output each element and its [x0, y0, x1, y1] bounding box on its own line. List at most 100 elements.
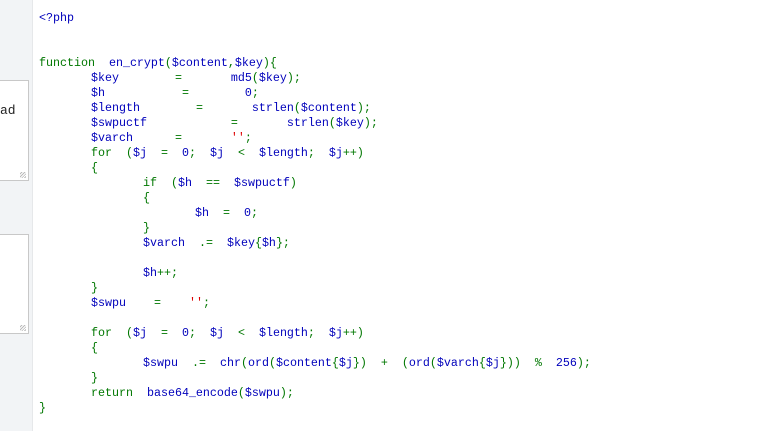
code-token: ord — [247, 356, 269, 370]
code-token: $swpu — [143, 356, 192, 370]
code-token: ; — [202, 296, 210, 310]
code-token: for ( — [91, 146, 133, 160]
code-token: = — [195, 101, 203, 115]
code-token: { — [331, 356, 339, 370]
code-token: .= — [198, 236, 227, 250]
code-token: $h — [177, 176, 206, 190]
code-line: $h = 0; — [39, 206, 591, 221]
code-token: $content — [275, 356, 332, 370]
code-token: ( — [164, 56, 172, 70]
code-line — [39, 26, 591, 41]
code-token: = — [153, 296, 189, 310]
code-token: 0 — [181, 326, 189, 340]
code-token: 0 — [181, 146, 189, 160]
code-token: $j — [209, 146, 238, 160]
code-line: { — [39, 161, 591, 176]
code-token: { — [478, 356, 486, 370]
code-token: $length — [258, 326, 308, 340]
code-line — [39, 251, 591, 266]
code-line: } — [39, 221, 591, 236]
code-line: $swpu = ''; — [39, 296, 591, 311]
code-token: { — [254, 236, 262, 250]
left-sidebar: ad — [0, 0, 33, 431]
code-line: { — [39, 341, 591, 356]
code-token: = — [160, 146, 182, 160]
code-token: } — [91, 281, 98, 295]
code-token: } — [143, 221, 150, 235]
code-token: ; — [188, 326, 210, 340]
code-token: $length — [258, 146, 308, 160]
code-token: $h — [91, 86, 182, 100]
code-token: '' — [230, 131, 245, 145]
code-line: if ($h == $swpuctf) — [39, 176, 591, 191]
code-token: ; — [307, 146, 329, 160]
code-line: $swpu .= chr(ord($content{$j}) + (ord($v… — [39, 356, 591, 371]
code-line: $varch .= $key{$h}; — [39, 236, 591, 251]
code-token: $swpuctf — [91, 116, 231, 130]
code-token: $h — [195, 206, 223, 220]
code-token: ); — [356, 101, 371, 115]
code-token: $j — [328, 146, 343, 160]
code-token: <?php — [39, 11, 74, 25]
code-token: { — [91, 341, 98, 355]
code-line: } — [39, 371, 591, 386]
code-token: $h — [143, 266, 157, 280]
code-token: function — [39, 56, 109, 70]
code-token: $length — [91, 101, 196, 115]
code-line: <?php — [39, 11, 591, 26]
code-token: ( — [293, 101, 301, 115]
code-token: = — [222, 206, 244, 220]
code-token: $j — [209, 326, 238, 340]
code-token: })) % — [499, 356, 556, 370]
code-token: } — [91, 371, 98, 385]
code-token: ( — [240, 356, 248, 370]
code-token: strlen — [202, 101, 294, 115]
code-line: } — [39, 401, 591, 416]
code-token: ( — [237, 386, 245, 400]
code-token: = — [181, 86, 189, 100]
code-token: base64_encode — [146, 386, 238, 400]
code-token: ++) — [342, 326, 364, 340]
code-token: .= — [191, 356, 220, 370]
code-token: $j — [132, 326, 161, 340]
code-token: $j — [328, 326, 343, 340]
code-token: $varch — [91, 131, 175, 145]
code-token: $key — [226, 236, 255, 250]
code-token: en_crypt — [108, 56, 165, 70]
code-token: = — [174, 71, 182, 85]
code-token: ( — [268, 356, 276, 370]
text-panel-2[interactable] — [0, 234, 29, 334]
code-token: $swpuctf — [233, 176, 290, 190]
code-token: ( — [429, 356, 437, 370]
code-token: $varch — [436, 356, 479, 370]
code-token: ( — [328, 116, 336, 130]
code-token: 0 — [243, 206, 251, 220]
code-token: chr — [219, 356, 241, 370]
code-token: $key — [91, 71, 175, 85]
resize-grip-icon[interactable] — [20, 325, 26, 331]
code-line: for ($j = 0; $j < $length; $j++) — [39, 326, 591, 341]
code-token: for ( — [91, 326, 133, 340]
resize-grip-icon[interactable] — [20, 172, 26, 178]
code-token: $j — [132, 146, 161, 160]
code-token: '' — [188, 296, 203, 310]
code-token: { — [143, 191, 150, 205]
code-token: $h — [261, 236, 276, 250]
code-line: $key = md5($key); — [39, 71, 591, 86]
code-token: ( — [251, 71, 259, 85]
code-token: == — [205, 176, 234, 190]
code-token: $j — [338, 356, 353, 370]
code-token: 256 — [555, 356, 577, 370]
code-token: = — [160, 326, 182, 340]
code-token: $swpu — [244, 386, 280, 400]
code-token: ; — [188, 146, 210, 160]
code-line: { — [39, 191, 591, 206]
code-token: return — [91, 386, 147, 400]
code-token: $content — [300, 101, 357, 115]
code-token: < — [237, 146, 259, 160]
text-panel[interactable]: ad — [0, 80, 29, 181]
code-token: $key — [234, 56, 263, 70]
code-token: strlen — [237, 116, 329, 130]
code-token: ++) — [342, 146, 364, 160]
